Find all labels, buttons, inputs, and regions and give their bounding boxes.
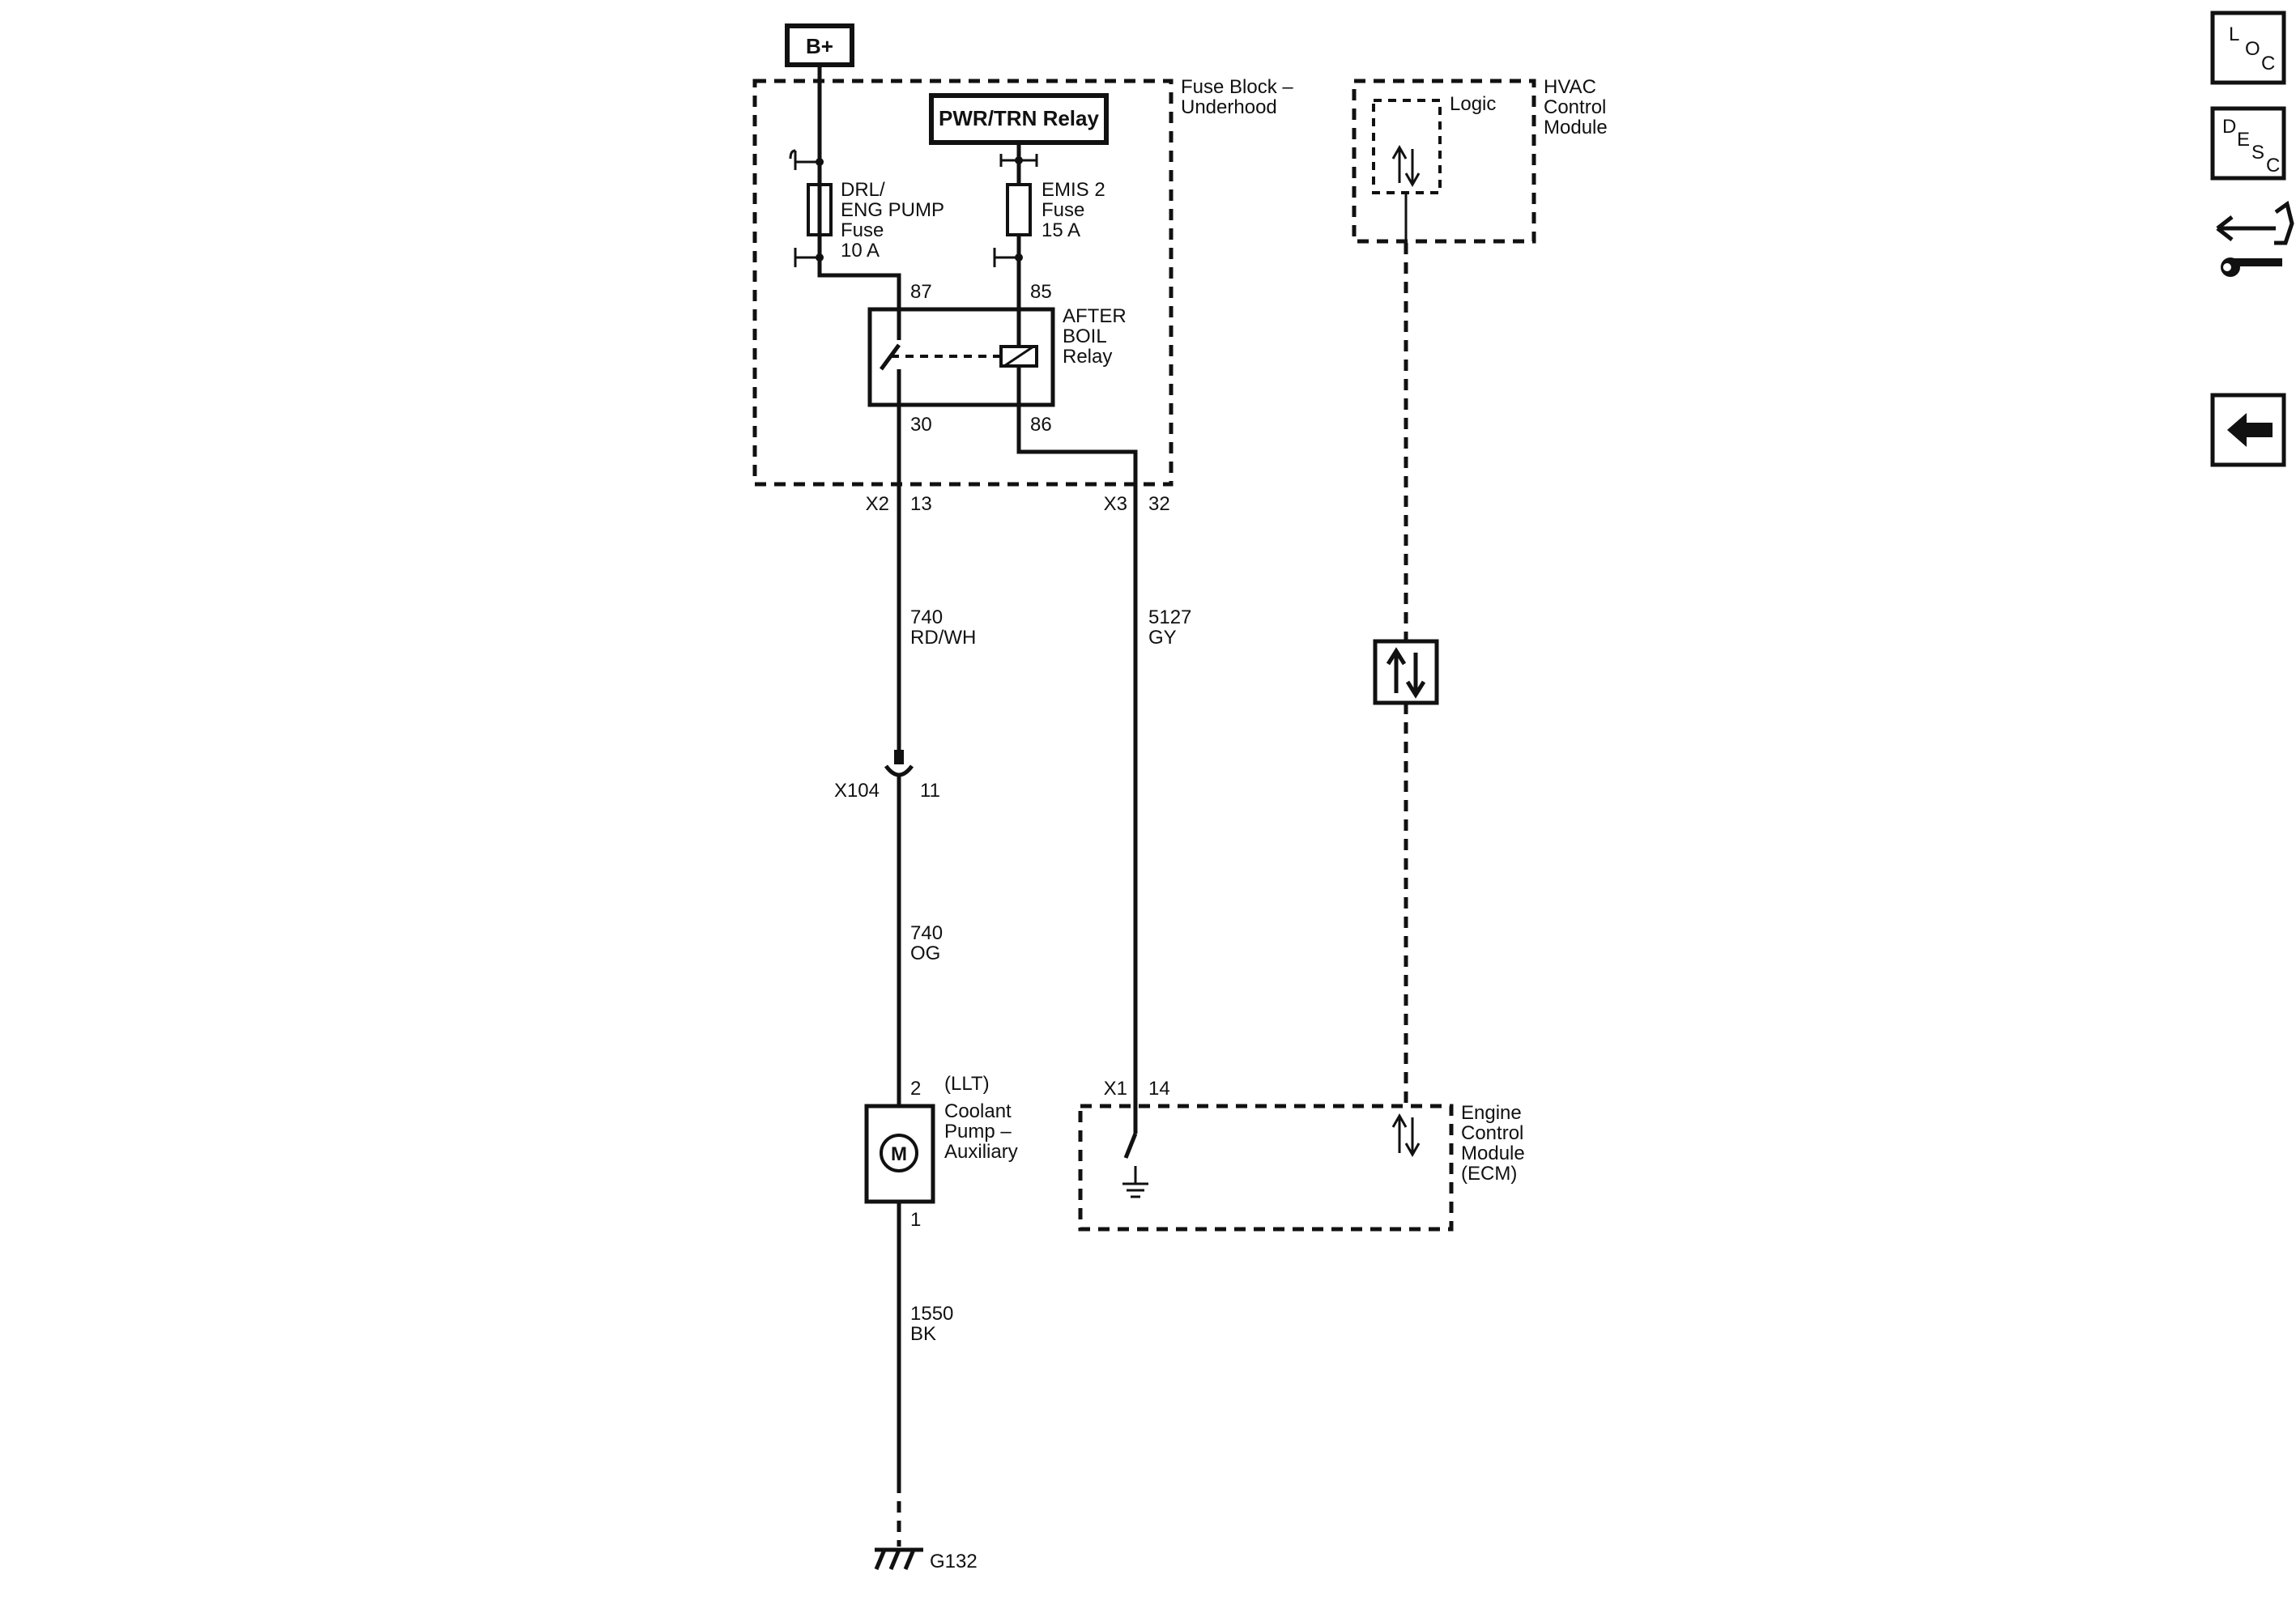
fuse-block-name-line2: Underhood: [1181, 96, 1277, 118]
battery-positive-source: B+: [785, 23, 854, 67]
svg-text:OG: OG: [910, 943, 940, 964]
svg-text:C: C: [2261, 53, 2275, 74]
svg-text:Coolant: Coolant: [944, 1100, 1012, 1122]
hvac-logic-label: Logic: [1450, 93, 1496, 115]
svg-text:(LLT): (LLT): [944, 1073, 990, 1095]
svg-text:E: E: [2237, 129, 2250, 151]
location-button[interactable]: L O C: [2210, 11, 2286, 85]
svg-text:(ECM): (ECM): [1461, 1163, 1517, 1185]
ecm-serial-data-icon: [1391, 1113, 1421, 1158]
svg-text:Control: Control: [1544, 96, 1606, 118]
svg-text:O: O: [2245, 38, 2260, 60]
relay-pin-86: 86: [1030, 414, 1052, 436]
battery-positive-label: B+: [806, 34, 833, 58]
fuse-block-underhood: Fuse Block – Underhood PWR/TRN Relay DRL…: [752, 65, 1293, 487]
svg-text:Pump –: Pump –: [944, 1121, 1012, 1143]
svg-text:C: C: [2266, 155, 2280, 177]
connector-x3-name: X3: [1104, 493, 1127, 515]
ground-name: G132: [930, 1551, 978, 1572]
svg-text:Fuse: Fuse: [841, 219, 884, 241]
svg-text:740: 740: [910, 606, 943, 628]
relay-pin-30: 30: [910, 414, 932, 436]
svg-text:740: 740: [910, 922, 943, 944]
motor-icon: [880, 1134, 918, 1172]
svg-text:EMIS 2: EMIS 2: [1042, 179, 1105, 201]
engine-control-module: [1078, 1104, 1454, 1232]
fuse-block-name-line1: Fuse Block –: [1181, 76, 1293, 98]
svg-text:L: L: [2229, 23, 2239, 45]
drl-eng-pump-fuse: [807, 162, 833, 259]
svg-text:5127: 5127: [1148, 606, 1191, 628]
relay-pin-87: 87: [910, 281, 932, 303]
ecm-pin: 14: [1148, 1078, 1170, 1100]
svg-text:1550: 1550: [910, 1303, 953, 1325]
connector-x3-pin: 32: [1148, 493, 1170, 515]
pump-pin-2: 2: [910, 1078, 921, 1100]
coolant-pump-auxiliary: M: [864, 1104, 935, 1204]
svg-text:AFTER: AFTER: [1063, 305, 1127, 327]
svg-text:ENG PUMP: ENG PUMP: [841, 199, 944, 221]
emis-2-fuse: [1006, 160, 1032, 267]
svg-text:BOIL: BOIL: [1063, 326, 1107, 347]
svg-text:GY: GY: [1148, 627, 1177, 649]
svg-text:Auxiliary: Auxiliary: [944, 1141, 1018, 1163]
svg-text:M: M: [891, 1143, 907, 1165]
pwr-trn-relay-label: PWR/TRN Relay: [939, 106, 1099, 130]
back-arrow-icon[interactable]: [2210, 393, 2286, 467]
svg-text:Engine: Engine: [1461, 1102, 1522, 1124]
pump-pin-1: 1: [910, 1209, 921, 1231]
x104-pin: 11: [920, 780, 940, 802]
svg-text:Module: Module: [1461, 1143, 1525, 1164]
after-boil-relay: [867, 307, 1055, 407]
connector-tool-icon[interactable]: [2216, 200, 2294, 277]
svg-text:10 A: 10 A: [841, 240, 880, 262]
svg-text:Control: Control: [1461, 1122, 1523, 1144]
svg-text:Relay: Relay: [1063, 346, 1112, 368]
inline-connector-x104: [884, 750, 914, 777]
connector-x2-name: X2: [866, 493, 889, 515]
hvac-control-module: [1352, 79, 1536, 244]
ecm-connector: X1: [1104, 1078, 1127, 1100]
svg-text:BK: BK: [910, 1323, 936, 1345]
description-button[interactable]: D E S C: [2210, 106, 2286, 181]
svg-text:DRL/: DRL/: [841, 179, 885, 201]
relay-pin-85: 85: [1030, 281, 1052, 303]
serial-data-line: [1373, 193, 1439, 1106]
serial-data-junction-icon: [1373, 639, 1439, 705]
chassis-ground-icon: [874, 1547, 923, 1570]
hvac-logic-serial-icon: [1391, 144, 1421, 188]
svg-text:HVAC: HVAC: [1544, 76, 1596, 98]
svg-text:15 A: 15 A: [1042, 219, 1080, 241]
svg-text:Fuse: Fuse: [1042, 199, 1084, 221]
x104-name: X104: [834, 780, 880, 802]
connector-x2-pin: 13: [910, 493, 932, 515]
svg-text:Module: Module: [1544, 117, 1608, 138]
svg-text:RD/WH: RD/WH: [910, 627, 976, 649]
svg-text:S: S: [2251, 142, 2264, 164]
svg-text:D: D: [2222, 116, 2236, 138]
